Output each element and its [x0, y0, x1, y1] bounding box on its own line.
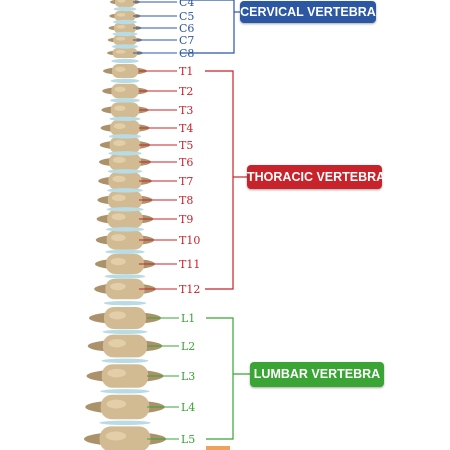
- label-c7: C7: [179, 34, 194, 47]
- vertebra-16: [94, 278, 156, 300]
- vertebra-14: [95, 230, 155, 250]
- vertebra-8: [100, 120, 150, 136]
- disc-1: [113, 19, 137, 25]
- disc-5: [110, 78, 140, 84]
- label-l4: L4: [181, 401, 195, 414]
- disc-0: [113, 6, 137, 12]
- vertebra-5: [103, 64, 147, 78]
- vertebra-17: [89, 307, 161, 329]
- label-t3: T3: [179, 104, 193, 117]
- vertebra-11: [98, 172, 152, 190]
- disc-12: [106, 207, 144, 212]
- vertebra-21: [84, 426, 166, 450]
- disc-13: [105, 227, 145, 232]
- vertebra-15: [95, 254, 155, 274]
- disc-3: [111, 44, 139, 49]
- vertebra-4: [107, 48, 143, 58]
- disc-4: [111, 58, 139, 64]
- label-t10: T10: [179, 234, 200, 247]
- label-l2: L2: [181, 340, 195, 353]
- disc-11: [107, 188, 143, 193]
- disc-15: [104, 274, 146, 279]
- vertebra-labels: C4C5C6C7C8T1T2T3T4T5T6T7T8T9T10T11T12L1L…: [179, 0, 200, 446]
- vertebra-10: [99, 153, 151, 171]
- disc-9: [108, 151, 142, 156]
- lumbar-bracket: [206, 317, 234, 440]
- vertebra-20: [85, 394, 165, 420]
- vertebra-3: [107, 35, 143, 45]
- disc-2: [112, 31, 138, 37]
- label-t4: T4: [179, 122, 193, 135]
- disc-14: [105, 249, 145, 255]
- vertebra-7: [101, 102, 149, 118]
- spine-column: [84, 0, 230, 450]
- vertebra-19: [86, 364, 164, 388]
- label-c8: C8: [179, 47, 194, 60]
- label-c6: C6: [179, 22, 194, 35]
- disc-16: [103, 300, 147, 306]
- label-c5: C5: [179, 10, 194, 23]
- label-l3: L3: [181, 370, 195, 383]
- sacral-tab: [206, 446, 230, 450]
- label-t11: T11: [179, 258, 200, 271]
- disc-6: [110, 98, 140, 103]
- label-t9: T9: [179, 213, 193, 226]
- label-l1: L1: [181, 312, 195, 325]
- disc-18: [101, 358, 149, 363]
- leader-lines: [133, 0, 250, 440]
- vertebra-9: [99, 136, 151, 154]
- label-c4: C4: [179, 0, 194, 9]
- label-t12: T12: [179, 283, 200, 296]
- label-t6: T6: [179, 156, 193, 169]
- lumbar-vertebra-badge: LUMBAR VERTEBRA: [250, 362, 384, 387]
- thoracic-vertebra-badge: THORACIC VERTEBRA: [247, 165, 385, 189]
- disc-10: [107, 169, 143, 174]
- disc-20: [99, 420, 151, 425]
- cervical-vertebra-badge: CERVICAL VERTEBRA: [240, 1, 376, 23]
- vertebra-2: [108, 23, 142, 33]
- label-l5: L5: [181, 433, 195, 446]
- vertebra-1: [109, 11, 141, 21]
- disc-7: [109, 116, 141, 122]
- vertebra-13: [96, 209, 154, 229]
- label-t5: T5: [179, 139, 193, 152]
- vertebra-6: [102, 83, 148, 99]
- vertebra-12: [97, 190, 153, 210]
- disc-19: [100, 389, 150, 394]
- label-t2: T2: [179, 85, 193, 98]
- label-t7: T7: [179, 175, 193, 188]
- cervical-bracket: [180, 0, 235, 54]
- disc-8: [108, 134, 142, 139]
- thoracic-bracket: [205, 70, 234, 290]
- label-t8: T8: [179, 194, 193, 207]
- vertebra-18: [87, 334, 163, 358]
- label-t1: T1: [179, 65, 193, 78]
- vertebra-0: [110, 0, 140, 7]
- disc-17: [102, 329, 148, 334]
